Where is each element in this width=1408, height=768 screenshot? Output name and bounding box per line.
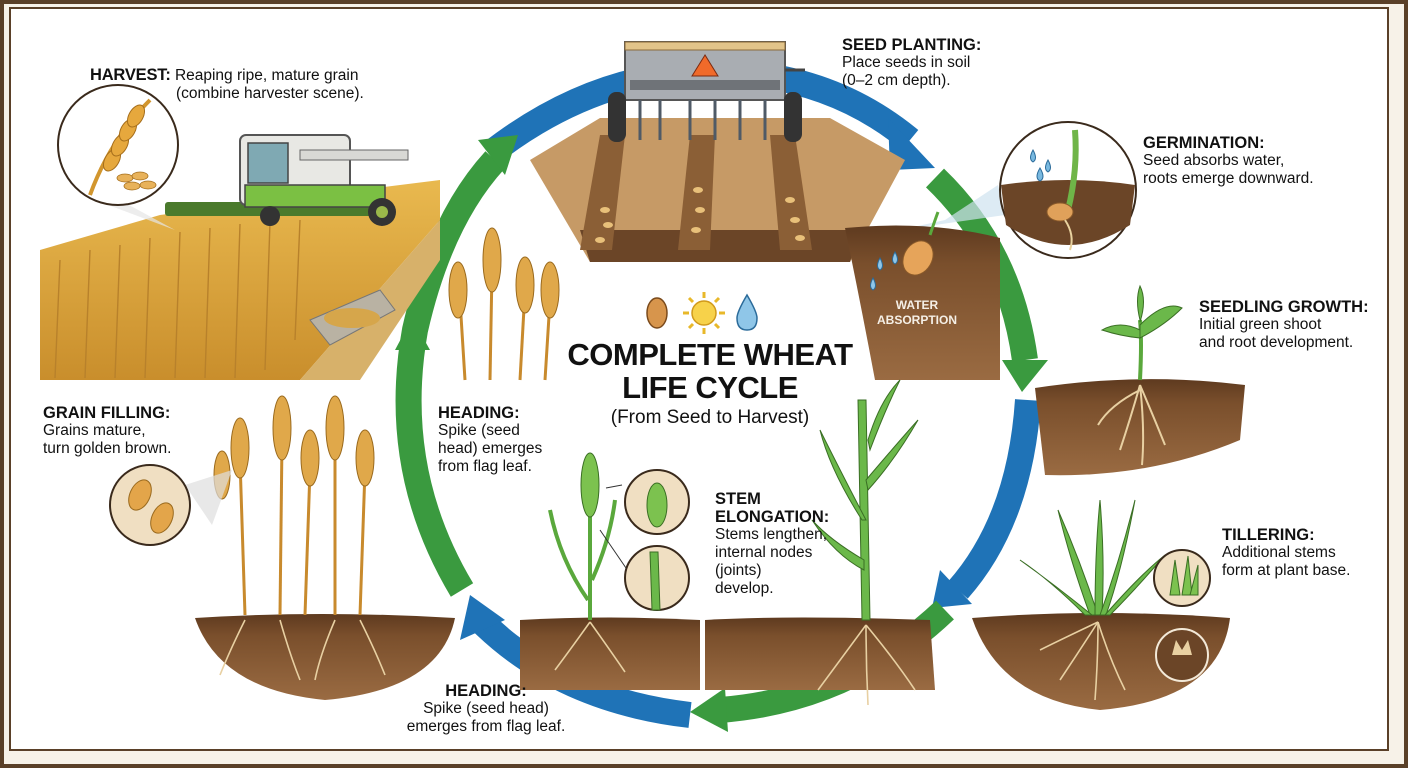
seed-planting-scene (530, 41, 905, 262)
tillering-title: TILLERING: (1222, 526, 1315, 544)
grain-filling-text1: Grains mature, (43, 422, 146, 439)
mature-wheat-bunch (448, 227, 560, 381)
germination-text2: roots emerge downward. (1143, 170, 1314, 187)
harvest-text1: Reaping ripe, mature grain (174, 67, 359, 84)
heading-illustration (520, 452, 700, 690)
center-icons (646, 292, 758, 334)
seed-icon (646, 297, 668, 329)
grain-filling-title: GRAIN FILLING: (43, 404, 171, 422)
seedling-growth-text1: Initial green shoot (1199, 316, 1322, 333)
stem-elongation-text1: Stems lengthen, (715, 526, 828, 543)
heading-bottom-title: HEADING: (445, 682, 527, 700)
label-heading-inner: HEADING: Spike (seed head) emerges from … (438, 404, 542, 476)
title-subtitle: (From Seed to Harvest) (610, 407, 810, 428)
label-harvest: HARVEST: Reaping ripe, mature grain (com… (90, 66, 364, 103)
seed-planting-text2: (0–2 cm depth). (842, 72, 951, 89)
label-stem-elongation: STEM ELONGATION: Stems lengthen, interna… (715, 490, 829, 598)
arrow-blue-right (948, 399, 1041, 599)
stem-elongation-text3: (joints) (715, 562, 762, 579)
tillering-text1: Additional stems (1222, 544, 1336, 561)
seedling-growth-title: SEEDLING GROWTH: (1199, 298, 1369, 316)
water-absorption-line1: WATER (895, 298, 939, 312)
water-drop-icon (736, 293, 758, 331)
stem-elongation-illustration (705, 379, 935, 706)
germination-magnifier (900, 121, 1137, 259)
heading-inner-title: HEADING: (438, 404, 520, 422)
heading-inner-text2: head) emerges (438, 440, 543, 457)
seedling-illustration (1035, 284, 1245, 476)
stem-elongation-text2: internal nodes (715, 544, 813, 561)
stem-elongation-title1: STEM (715, 490, 761, 508)
label-seed-planting: SEED PLANTING: Place seeds in soil (0–2 … (842, 36, 981, 90)
heading-inner-text3: from flag leaf. (438, 458, 532, 475)
seed-planting-text1: Place seeds in soil (842, 54, 971, 71)
harvest-grain-magnifier (57, 84, 179, 230)
heading-bottom-text1: Spike (seed head) (423, 700, 549, 717)
harvest-text2: (combine harvester scene). (176, 85, 364, 102)
seedling-growth-text2: and root development. (1199, 334, 1354, 351)
harvest-title: HARVEST: (90, 66, 171, 84)
heading-inner-text1: Spike (seed (438, 422, 520, 439)
water-absorption-label: WATER ABSORPTION (862, 298, 972, 328)
harvest-scene (40, 134, 440, 380)
label-seedling-growth: SEEDLING GROWTH: Initial green shoot and… (1199, 298, 1369, 352)
grain-filling-text2: turn golden brown. (43, 440, 172, 457)
heading-bottom-text2: emerges from flag leaf. (406, 718, 566, 735)
water-absorption-line2: ABSORPTION (876, 313, 957, 327)
diagram-title: COMPLETE WHEAT LIFE CYCLE (From Seed to … (520, 338, 900, 430)
grain-filling-illustration (109, 395, 455, 700)
title-line1: COMPLETE WHEAT (567, 337, 853, 372)
label-germination: GERMINATION: Seed absorbs water, roots e… (1143, 134, 1314, 188)
seed-planting-title: SEED PLANTING: (842, 36, 982, 54)
stem-elongation-text4: develop. (715, 580, 774, 597)
tillering-text2: form at plant base. (1222, 562, 1351, 579)
label-tillering: TILLERING: Additional stems form at plan… (1222, 526, 1350, 580)
germination-title: GERMINATION: (1143, 134, 1265, 152)
label-heading-bottom: HEADING: Spike (seed head) emerges from … (386, 682, 586, 736)
label-grain-filling: GRAIN FILLING: Grains mature, turn golde… (43, 404, 171, 458)
stem-elongation-title2: ELONGATION: (715, 508, 830, 526)
title-line2: LIFE CYCLE (622, 370, 798, 405)
germination-text1: Seed absorbs water, (1143, 152, 1285, 169)
tillering-illustration (972, 499, 1230, 710)
water-absorption-panel (845, 211, 1000, 380)
sun-icon (683, 292, 725, 334)
